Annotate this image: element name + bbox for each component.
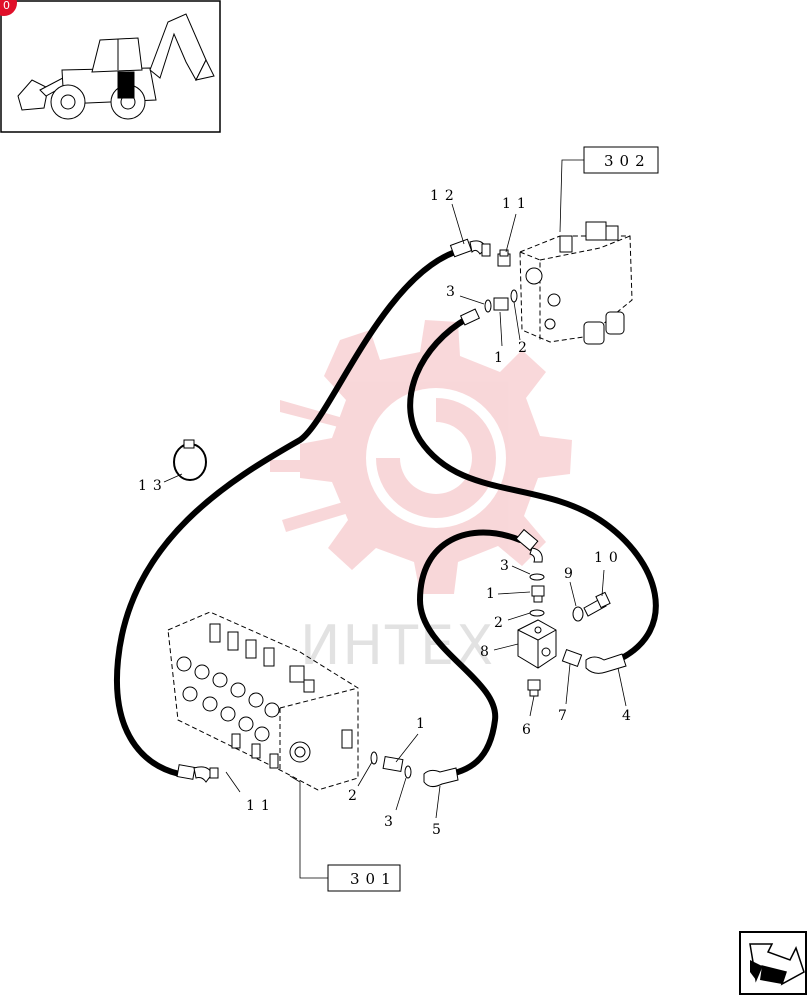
o-ring-3-top[interactable] bbox=[484, 299, 492, 313]
callout-4: 4 bbox=[622, 708, 637, 724]
hose-clamp-13[interactable] bbox=[173, 439, 207, 481]
callout-13: 13 bbox=[138, 478, 168, 494]
reference-box-301[interactable]: 301 bbox=[327, 864, 401, 892]
o-ring-3-bot[interactable] bbox=[404, 765, 412, 779]
callout-2-top: 2 bbox=[518, 340, 533, 356]
block-8[interactable] bbox=[517, 619, 557, 669]
callout-2-mid: 2 bbox=[494, 615, 509, 631]
hose-fitting-mid-top[interactable] bbox=[515, 528, 543, 563]
reference-301-label: 301 bbox=[350, 870, 397, 888]
washer-9[interactable] bbox=[572, 606, 584, 622]
callout-9: 9 bbox=[564, 566, 579, 582]
adapter-1-top[interactable] bbox=[493, 297, 509, 311]
hose-fitting-upper-right[interactable] bbox=[459, 308, 481, 326]
callout-labels: 12 11 3 1 2 13 3 1 2 8 9 10 7 6 4 11 1 2… bbox=[138, 188, 637, 838]
adapter-1-mid[interactable] bbox=[531, 585, 545, 603]
reference-302-label: 302 bbox=[604, 152, 651, 170]
hose-upper-right[interactable] bbox=[407, 315, 659, 663]
adapter-11-top[interactable] bbox=[497, 249, 511, 267]
callout-3-top: 3 bbox=[446, 284, 461, 300]
o-ring-2-mid[interactable] bbox=[529, 609, 545, 617]
callout-11-top: 11 bbox=[502, 196, 532, 212]
callout-1-mid: 1 bbox=[486, 586, 501, 602]
callout-8: 8 bbox=[480, 644, 495, 660]
hose-fitting-5[interactable] bbox=[423, 767, 459, 788]
valve-301[interactable] bbox=[167, 611, 359, 791]
hose-upper-left[interactable] bbox=[113, 249, 458, 778]
bolt-10[interactable] bbox=[583, 591, 611, 617]
callout-1-bot: 1 bbox=[416, 716, 431, 732]
leader-lines bbox=[163, 159, 627, 879]
o-ring-2-bot[interactable] bbox=[370, 751, 378, 765]
callout-1-top: 1 bbox=[494, 350, 509, 366]
next-page-arrow-icon bbox=[749, 943, 805, 986]
thumbnail-badge-label: 0 bbox=[3, 0, 10, 12]
callout-3-bot: 3 bbox=[384, 814, 399, 830]
valve-302[interactable] bbox=[519, 221, 633, 345]
hose-lower-middle[interactable] bbox=[417, 529, 523, 779]
backhoe-loader-icon bbox=[17, 13, 215, 120]
callout-7: 7 bbox=[558, 708, 573, 724]
machine-thumbnail[interactable]: 0 bbox=[0, 0, 221, 133]
plug-6[interactable] bbox=[527, 679, 541, 697]
hose-fitting-11-bottom[interactable] bbox=[176, 764, 219, 783]
callout-10: 10 bbox=[594, 550, 624, 566]
hose-fitting-12[interactable] bbox=[449, 238, 491, 258]
reference-box-302[interactable]: 302 bbox=[583, 146, 659, 174]
callout-3-mid: 3 bbox=[500, 558, 515, 574]
adapter-7[interactable] bbox=[561, 648, 583, 668]
next-page-button[interactable] bbox=[739, 931, 807, 995]
o-ring-3-mid[interactable] bbox=[529, 573, 545, 581]
o-ring-2-top[interactable] bbox=[510, 289, 518, 303]
thumbnail-badge bbox=[0, 0, 17, 16]
adapter-1-bot[interactable] bbox=[382, 755, 404, 773]
hose-fitting-4[interactable] bbox=[585, 653, 627, 674]
callout-11-bot: 11 bbox=[246, 798, 276, 814]
callout-2-bot: 2 bbox=[348, 788, 363, 804]
callout-6: 6 bbox=[522, 722, 537, 738]
callout-12: 12 bbox=[430, 188, 460, 204]
callout-5: 5 bbox=[432, 822, 447, 838]
